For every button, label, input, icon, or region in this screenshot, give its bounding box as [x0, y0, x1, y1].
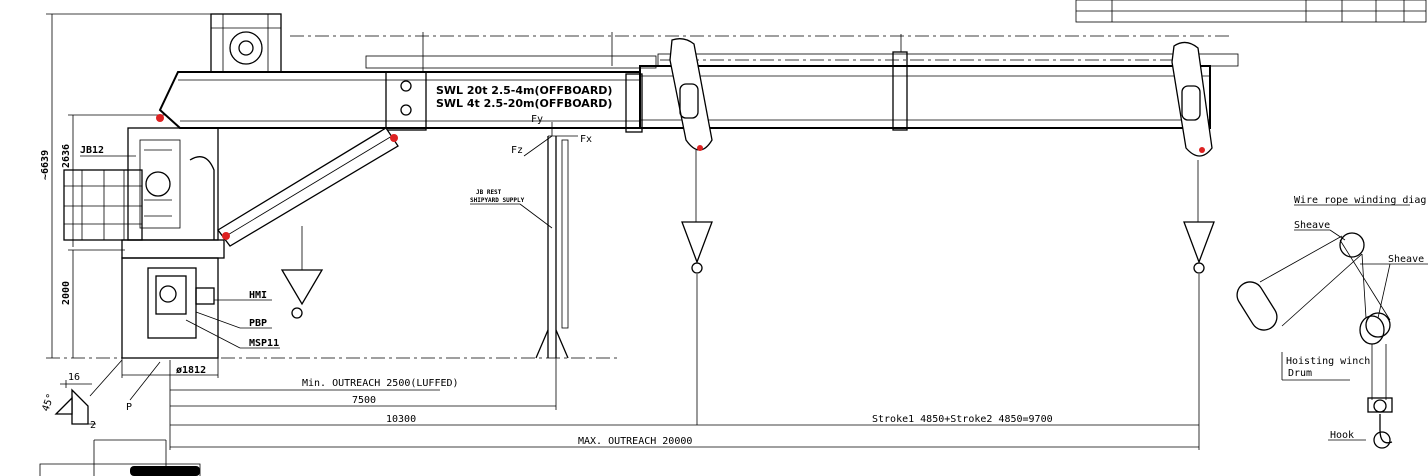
dim-7500-label: 7500	[352, 395, 376, 406]
shipyard-supply-label: SHIPYARD SUPPLY	[470, 197, 525, 204]
main-boom	[156, 71, 643, 133]
stroke-label: Stroke1 4850+Stroke2 4850=9700	[872, 414, 1053, 425]
jb12-label: JB12	[80, 145, 104, 156]
swl-line-1: SWL 20t 2.5-4m(OFFBOARD)	[436, 84, 612, 97]
weld-detail	[54, 359, 161, 425]
winch-housing	[210, 13, 282, 73]
sheave-top-label: Sheave	[1294, 220, 1330, 231]
weld-16-label: 16	[68, 372, 80, 383]
pbp-label: PBP	[249, 318, 267, 329]
msp11-label: MSP11	[249, 338, 279, 349]
drum-label: Drum	[1288, 368, 1312, 379]
max-outreach-label: MAX. OUTREACH 20000	[578, 436, 692, 447]
pedestal	[121, 127, 225, 359]
force-fy: Fy	[531, 114, 543, 125]
luffing-cylinder	[217, 127, 399, 247]
hmi-label: HMI	[249, 290, 267, 301]
winding-diagram-title: Wire rope winding diagram	[1294, 195, 1428, 206]
title-fragment-bottom-left	[39, 439, 201, 476]
title-block	[1075, 0, 1427, 23]
p-label: P	[126, 402, 132, 413]
sheave-right-label: Sheave	[1388, 254, 1424, 265]
jb-rest-column	[535, 135, 578, 359]
weld-45-label: 45°	[40, 392, 57, 413]
telescopic-boom	[290, 32, 1239, 131]
swl-line-2: SWL 4t 2.5-20m(OFFBOARD)	[436, 97, 612, 110]
jb-rest-label: JB REST	[476, 189, 502, 196]
force-fz: Fz	[511, 145, 523, 156]
min-outreach-label: Min. OUTREACH 2500(LUFFED)	[302, 378, 459, 389]
hook-blocks	[280, 150, 1215, 425]
boom-tip-pendants	[669, 38, 1213, 157]
dim-10300-label: 10300	[386, 414, 416, 425]
platform-railing	[63, 169, 143, 241]
force-fx: Fx	[580, 134, 592, 145]
hoisting-winch-label: Hoisting winch	[1286, 356, 1370, 367]
total-height-label: ~6639	[40, 150, 51, 180]
lower-height-label: 2000	[61, 281, 72, 305]
upper-height-label: 2636	[61, 144, 72, 168]
horizontal-dimensions	[121, 358, 1200, 450]
hook-label: Hook	[1330, 430, 1354, 441]
weld-2-label: 2	[90, 420, 96, 431]
diameter-label: ø1812	[176, 365, 206, 376]
winding-diagram	[1236, 204, 1428, 449]
